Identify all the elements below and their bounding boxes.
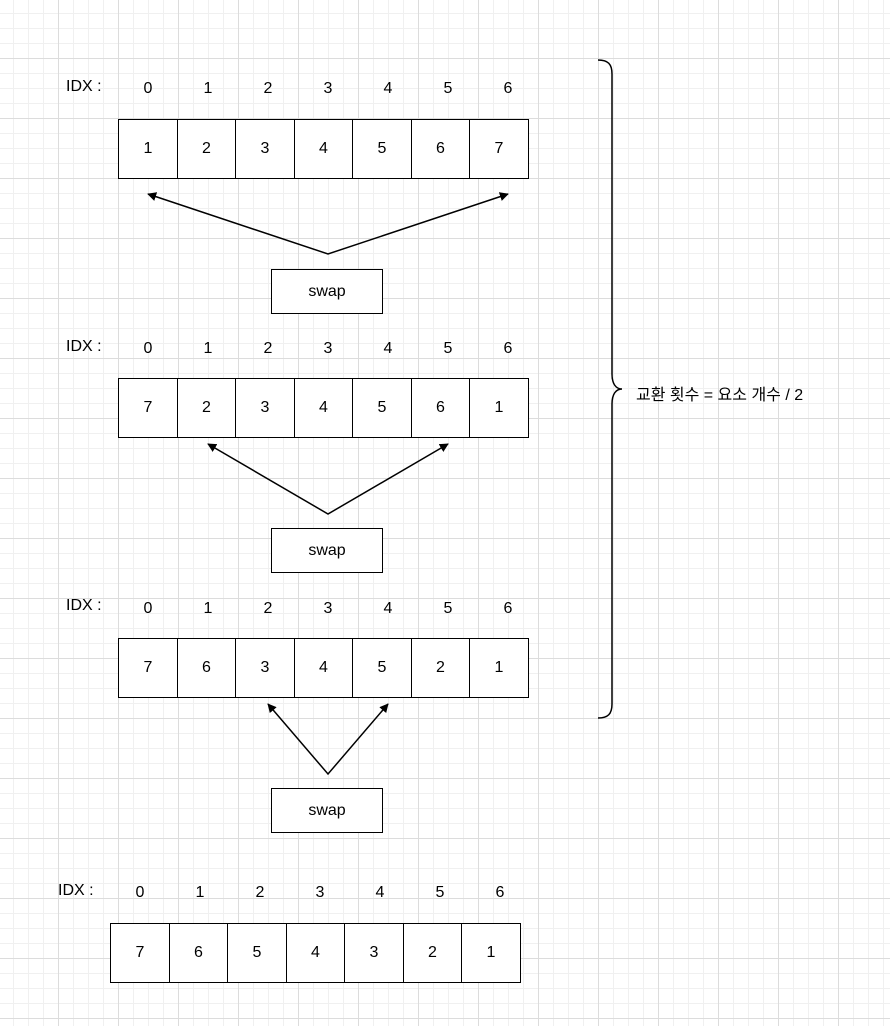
index-number: 4 [383,340,393,357]
index-number: 6 [495,884,505,901]
swap-box-3: swap [271,788,383,833]
index-number: 4 [383,80,393,97]
idx-label: IDX : [66,78,102,95]
index-number: 3 [315,884,325,901]
array-cell: 3 [344,923,404,983]
index-number: 1 [203,340,213,357]
idx-label: IDX : [58,882,94,899]
array-row-4: 7 6 5 4 3 2 1 [110,923,521,983]
array-cell: 7 [469,119,529,179]
swap-arrow-3 [267,703,389,776]
index-row: 0 1 2 3 4 5 6 [118,80,538,98]
index-row: 0 1 2 3 4 5 6 [110,884,530,902]
array-cell: 1 [469,378,529,438]
index-number: 6 [503,340,513,357]
index-number: 3 [323,80,333,97]
index-number: 5 [443,340,453,357]
array-cell: 3 [235,119,295,179]
array-cell: 2 [402,923,463,983]
index-number: 3 [323,600,333,617]
index-number: 0 [143,80,153,97]
array-cell: 6 [176,638,237,698]
index-number: 2 [255,884,265,901]
swap-arrow-1 [147,192,509,255]
array-cell: 7 [118,638,178,698]
index-number: 2 [263,80,273,97]
index-number: 3 [323,340,333,357]
index-number: 2 [263,340,273,357]
index-row: 0 1 2 3 4 5 6 [118,600,538,618]
array-cell: 4 [293,119,354,179]
array-cell: 6 [168,923,229,983]
index-number: 5 [443,600,453,617]
array-cell: 4 [293,378,354,438]
array-cell: 7 [118,378,178,438]
array-cell: 5 [227,923,287,983]
array-cell: 3 [235,378,295,438]
swap-arrow-2 [207,443,449,515]
swap-box-2: swap [271,528,383,573]
array-cell: 1 [461,923,521,983]
array-cell: 2 [176,119,237,179]
index-number: 6 [503,600,513,617]
array-cell: 1 [469,638,529,698]
array-row-1: 1 2 3 4 5 6 7 [118,119,529,179]
idx-label: IDX : [66,597,102,614]
array-cell: 5 [352,119,412,179]
array-cell: 4 [293,638,354,698]
index-number: 6 [503,80,513,97]
idx-label: IDX : [66,338,102,355]
swap-box-1: swap [271,269,383,314]
array-cell: 6 [410,378,471,438]
right-curly-brace [597,59,623,719]
index-number: 4 [383,600,393,617]
index-number: 1 [195,884,205,901]
swap-count-note: 교환 횟수 = 요소 개수 / 2 [636,387,804,404]
index-number: 0 [135,884,145,901]
array-row-2: 7 2 3 4 5 6 1 [118,378,529,438]
index-number: 0 [143,340,153,357]
array-cell: 4 [285,923,346,983]
index-number: 4 [375,884,385,901]
index-number: 5 [435,884,445,901]
array-cell: 5 [352,378,412,438]
index-number: 1 [203,80,213,97]
array-cell: 3 [235,638,295,698]
index-number: 0 [143,600,153,617]
index-number: 1 [203,600,213,617]
array-row-3: 7 6 3 4 5 2 1 [118,638,529,698]
array-cell: 2 [176,378,237,438]
array-cell: 5 [352,638,412,698]
index-row: 0 1 2 3 4 5 6 [118,340,538,358]
array-cell: 1 [118,119,178,179]
index-number: 5 [443,80,453,97]
array-cell: 7 [110,923,170,983]
index-number: 2 [263,600,273,617]
array-cell: 2 [410,638,471,698]
array-cell: 6 [410,119,471,179]
